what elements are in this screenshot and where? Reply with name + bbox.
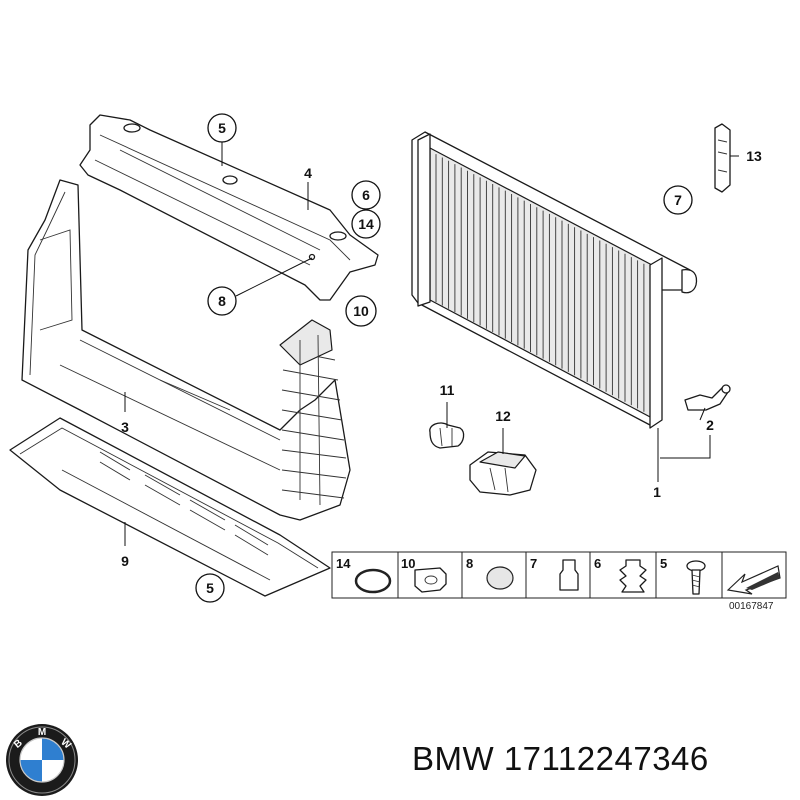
direction-arrow-icon — [726, 565, 781, 595]
label-3: 3 — [121, 419, 129, 435]
legend-number-5: 5 — [660, 556, 667, 571]
clip-part-13 — [714, 123, 731, 193]
callout-7: 7 — [663, 185, 693, 215]
legend-number-8: 8 — [466, 556, 473, 571]
label-12: 12 — [495, 408, 511, 424]
upper-carrier-part-4 — [79, 114, 379, 301]
drawing-number: 00167847 — [729, 601, 774, 612]
rubber-buffer-icon — [559, 559, 579, 591]
label-2: 2 — [706, 417, 714, 433]
label-9: 9 — [121, 553, 129, 569]
air-guide-part-9 — [9, 417, 331, 597]
svg-text:6: 6 — [362, 187, 370, 203]
svg-text:5: 5 — [218, 120, 226, 136]
svg-text:7: 7 — [674, 192, 682, 208]
legend-number-10: 10 — [401, 556, 415, 571]
leader-lines — [124, 141, 739, 546]
callout-6: 6 — [351, 180, 381, 210]
screw-icon — [686, 560, 706, 595]
legend-cell-5 — [655, 551, 723, 599]
svg-text:14: 14 — [358, 216, 374, 232]
bmw-logo: B M W — [6, 724, 78, 796]
label-1: 1 — [653, 484, 661, 500]
grommet-icon — [414, 567, 447, 593]
bracket-part-12 — [469, 451, 537, 496]
logo-quadrants — [19, 737, 65, 783]
part-number-caption: BMW 17112247346 — [412, 740, 709, 777]
parts-diagram: 5 6 14 8 10 7 5 4 3 9 13 11 12 2 1 14 — [9, 113, 787, 612]
label-4: 4 — [304, 165, 312, 181]
cap-icon — [486, 566, 514, 590]
callout-14: 14 — [351, 209, 381, 239]
svg-text:M: M — [38, 727, 46, 738]
label-13: 13 — [746, 148, 762, 164]
svg-text:5: 5 — [206, 580, 214, 596]
legend-cell-7 — [525, 551, 591, 599]
label-11: 11 — [440, 382, 455, 398]
svg-text:8: 8 — [218, 293, 226, 309]
legend-number-14: 14 — [336, 556, 351, 571]
callout-8: 8 — [207, 286, 237, 316]
rubber-mount-part-11 — [429, 422, 465, 449]
frame-part-3 — [21, 179, 351, 521]
callout-5-top: 5 — [207, 113, 237, 143]
damper-icon — [619, 559, 647, 593]
drain-plug-part-2 — [684, 384, 731, 411]
o-ring-icon — [354, 568, 392, 594]
svg-text:10: 10 — [353, 303, 369, 319]
small-parts-legend: 14 10 8 7 6 5 00167847 — [331, 551, 787, 612]
callout-5-bottom: 5 — [195, 573, 225, 603]
callout-10: 10 — [345, 295, 377, 327]
legend-number-6: 6 — [594, 556, 601, 571]
legend-number-7: 7 — [530, 556, 537, 571]
radiator-part-1 — [411, 131, 698, 429]
